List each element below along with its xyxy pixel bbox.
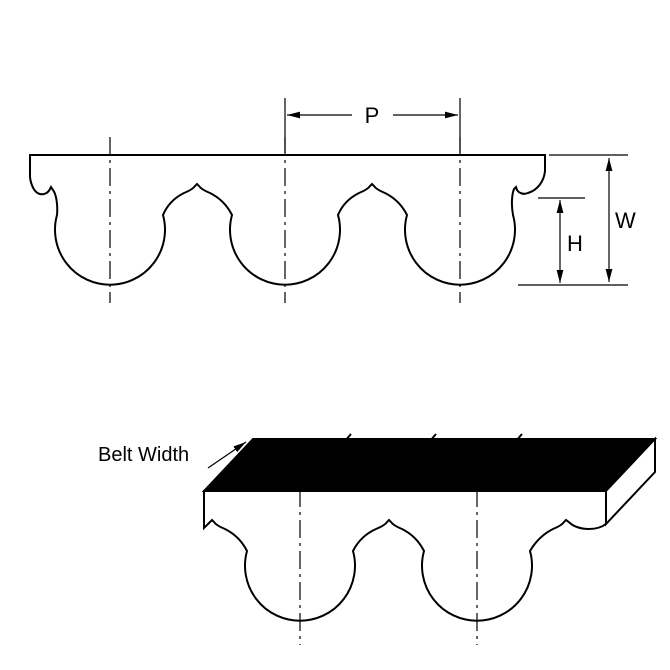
tooth-height-dimension: H <box>538 197 585 283</box>
belt-profile-outline <box>29 154 546 286</box>
belt-profile-view: P W H <box>29 98 636 303</box>
overall-depth-label: W <box>615 208 636 233</box>
belt-width-leader-arrow <box>207 441 247 469</box>
belt-front-face <box>203 490 607 622</box>
tooth-division-tick <box>344 433 352 442</box>
belt-width-label: Belt Width <box>98 444 189 466</box>
belt-top-face <box>201 438 658 492</box>
tooth-height-label: H <box>567 231 583 256</box>
belt-side-face <box>605 436 656 527</box>
pitch-label: P <box>365 103 380 128</box>
tooth-division-tick <box>429 433 437 442</box>
overall-depth-dimension: W <box>518 154 636 286</box>
belt-perspective-view: Belt Width <box>98 433 658 645</box>
pitch-dimension: P <box>284 98 461 153</box>
belt-width-callout: Belt Width <box>98 441 247 469</box>
tooth-division-tick <box>515 433 523 442</box>
